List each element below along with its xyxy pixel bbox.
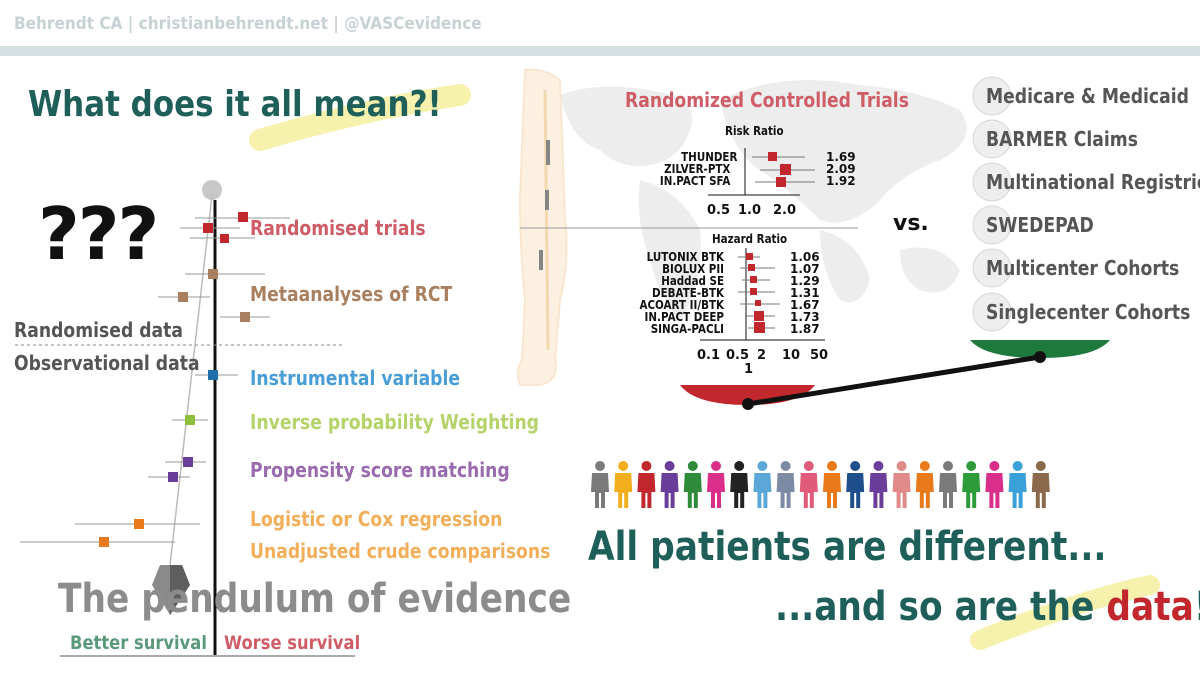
person-icon [823, 461, 841, 508]
hr-trial-name: LUTONIX BTK [646, 250, 724, 264]
person-icon [939, 461, 957, 508]
rr-tick: 0.5 [707, 203, 731, 218]
hr-trial-name: BIOLUX PII [662, 262, 724, 276]
person-icon [753, 461, 772, 508]
method-randomised-trials: Randomised trials [250, 216, 426, 240]
header-credit: Behrendt CA | christianbehrendt.net | @V… [14, 14, 482, 34]
method-regression: Logistic or Cox regression [250, 507, 503, 531]
vs-label: vs. [893, 211, 929, 236]
hr-trial-value: 1.29 [790, 274, 820, 288]
balance-scale-icon [680, 340, 1110, 410]
person-icon [776, 461, 795, 508]
person-icon [591, 461, 609, 508]
rr-trial-value: 1.92 [826, 174, 856, 188]
hr-trial-value: 1.07 [790, 262, 820, 276]
method-unadjusted: Unadjusted crude comparisons [250, 539, 551, 563]
hr-trial-name: SINGA-PACLI [650, 322, 724, 336]
rr-tick: 1.0 [738, 203, 762, 218]
statement-highlight: data [1106, 584, 1194, 630]
hr-trial-value: 1.06 [790, 250, 820, 264]
observational-data-label: Observational data [14, 351, 200, 375]
leg-anatomy-icon [516, 68, 568, 386]
statement-line2-prefix: ...and so are the [775, 584, 1107, 630]
person-icon [869, 461, 888, 508]
hr-tick: 0.5 [726, 348, 750, 363]
hazard-ratio-forest-plot [700, 248, 825, 341]
hr-trial-name: IN.PACT DEEP [644, 310, 724, 324]
source-item: BARMER Claims [986, 127, 1138, 151]
hr-trial-name: ACOART II/BTK [639, 298, 724, 312]
world-map-icon [560, 80, 967, 320]
source-item: Multicenter Cohorts [986, 256, 1180, 280]
page-title: What does it all mean?! [28, 84, 442, 125]
statement-line1: All patients are different... [588, 524, 1107, 570]
source-item: Multinational Registries [986, 170, 1200, 194]
person-icon [799, 461, 818, 508]
person-icon [962, 461, 981, 508]
header: Behrendt CA | christianbehrendt.net | @V… [0, 0, 1200, 48]
rct-title: Randomized Controlled Trials [625, 88, 909, 112]
person-icon [915, 461, 934, 508]
hr-trial-value: 1.73 [790, 310, 820, 324]
hr-tick: 10 [782, 348, 801, 363]
source-item: Medicare & Medicaid [986, 84, 1189, 108]
patients-row [591, 461, 1050, 508]
hr-trial-value: 1.31 [790, 286, 820, 300]
hr-trial-value: 1.87 [790, 322, 820, 336]
rr-trial-value: 2.09 [826, 162, 856, 176]
header-divider [0, 46, 1200, 56]
worse-survival-label: Worse survival [224, 632, 361, 654]
risk-ratio-label: Risk Ratio [725, 124, 784, 138]
risk-ratio-forest-plot [708, 148, 815, 196]
method-propensity: Propensity score matching [250, 458, 510, 482]
statement-line2: ...and so are the data! [775, 584, 1200, 630]
source-bubbles [972, 76, 1012, 332]
rr-tick: 2.0 [773, 203, 797, 218]
person-icon [660, 461, 679, 508]
source-item: SWEDEPAD [986, 213, 1094, 237]
pendulum-forest-plot [20, 212, 290, 547]
rr-trial-name: ZILVER-PTX [664, 162, 731, 176]
hr-tick-one: 1 [744, 362, 754, 377]
hr-tick: 50 [810, 348, 829, 363]
person-icon [614, 461, 633, 508]
person-icon [683, 461, 702, 508]
hr-tick: 2 [757, 348, 767, 363]
person-icon [730, 461, 749, 508]
hazard-ratio-label: Hazard Ratio [712, 232, 788, 246]
method-ipw: Inverse probability Weighting [250, 410, 540, 434]
source-item: Singlecenter Cohorts [986, 300, 1191, 324]
method-metaanalyses: Metaanalyses of RCT [250, 282, 453, 306]
better-survival-label: Better survival [70, 632, 207, 654]
rr-trial-name: IN.PACT SFA [659, 174, 731, 188]
person-icon [846, 461, 865, 508]
method-instrumental-variable: Instrumental variable [250, 366, 461, 390]
person-icon [985, 461, 1004, 508]
pendulum-title: The pendulum of evidence [58, 576, 572, 622]
rr-trial-name: THUNDER [681, 150, 738, 164]
person-icon [707, 461, 725, 508]
hr-trial-name: DEBATE-BTK [652, 286, 724, 300]
rr-trial-value: 1.69 [826, 150, 856, 164]
question-marks: ??? [38, 192, 159, 276]
randomised-data-label: Randomised data [14, 318, 184, 342]
pendulum-pivot [202, 180, 222, 200]
person-icon [1008, 461, 1027, 508]
hr-tick: 0.1 [697, 348, 721, 363]
statement-line2-suffix: ! [1194, 584, 1200, 630]
person-icon [892, 461, 911, 508]
person-icon [637, 461, 656, 508]
person-icon [1031, 461, 1050, 508]
hr-trial-value: 1.67 [790, 298, 820, 312]
hr-trial-name: Haddad SE [661, 274, 724, 288]
